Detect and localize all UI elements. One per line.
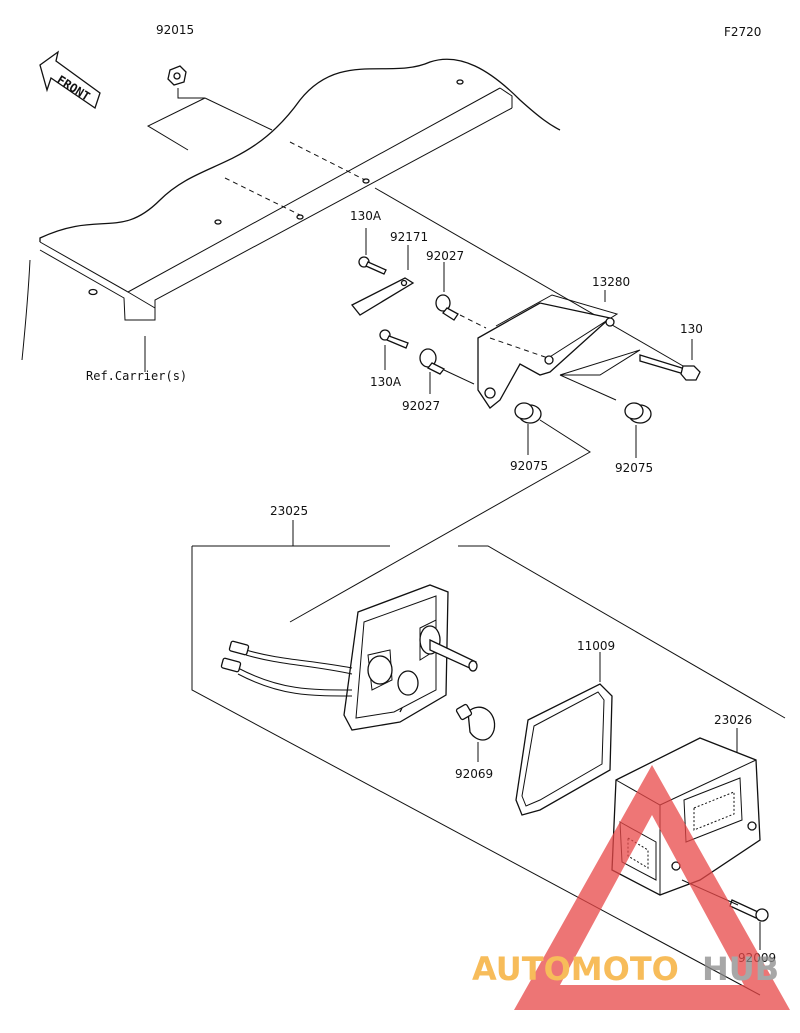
- label-92027-top: 92027: [426, 249, 464, 263]
- label-92027-bottom: 92027: [402, 399, 440, 413]
- label-92075-right: 92075: [615, 461, 653, 475]
- label-130a-bottom: 130A: [370, 375, 402, 389]
- bolt-130: [639, 354, 701, 381]
- bulb-92069: [455, 703, 496, 741]
- taillight-base-23025: [220, 584, 478, 731]
- label-92075-left: 92075: [510, 459, 548, 473]
- grommet-92075-left: [514, 402, 542, 424]
- watermark-brand-left: AUTOMOTO: [472, 950, 679, 988]
- bracket-13280: [477, 294, 619, 409]
- watermark-logo: AUTOMOTO HUB: [472, 765, 790, 1010]
- bolt-130a-top: [358, 256, 387, 275]
- label-92171: 92171: [390, 230, 428, 244]
- carrier-rack: [21, 58, 561, 372]
- label-130a-top: 130A: [350, 209, 382, 223]
- bolt-130a-bottom: [379, 329, 409, 349]
- label-23025: 23025: [270, 504, 308, 518]
- nut-92015: [167, 65, 187, 86]
- label-13280: 13280: [592, 275, 630, 289]
- collar-92027-top: [435, 294, 459, 321]
- collar-92027-bottom: [419, 348, 446, 375]
- watermark-triangle-icon: [514, 765, 790, 1010]
- label-92069: 92069: [455, 767, 493, 781]
- label-92015: 92015: [156, 23, 194, 37]
- front-arrow-icon: FRONT: [39, 50, 101, 110]
- grommet-92075-right: [624, 402, 652, 424]
- ref-carrier-label: Ref.Carrier(s): [86, 369, 187, 383]
- gasket-11009: [515, 683, 613, 816]
- strap-92171: [350, 277, 415, 316]
- label-23026: 23026: [714, 713, 752, 727]
- label-130: 130: [680, 322, 703, 336]
- figure-id: F2720: [724, 25, 761, 39]
- label-11009: 11009: [577, 639, 615, 653]
- watermark-brand-right: HUB: [702, 950, 779, 988]
